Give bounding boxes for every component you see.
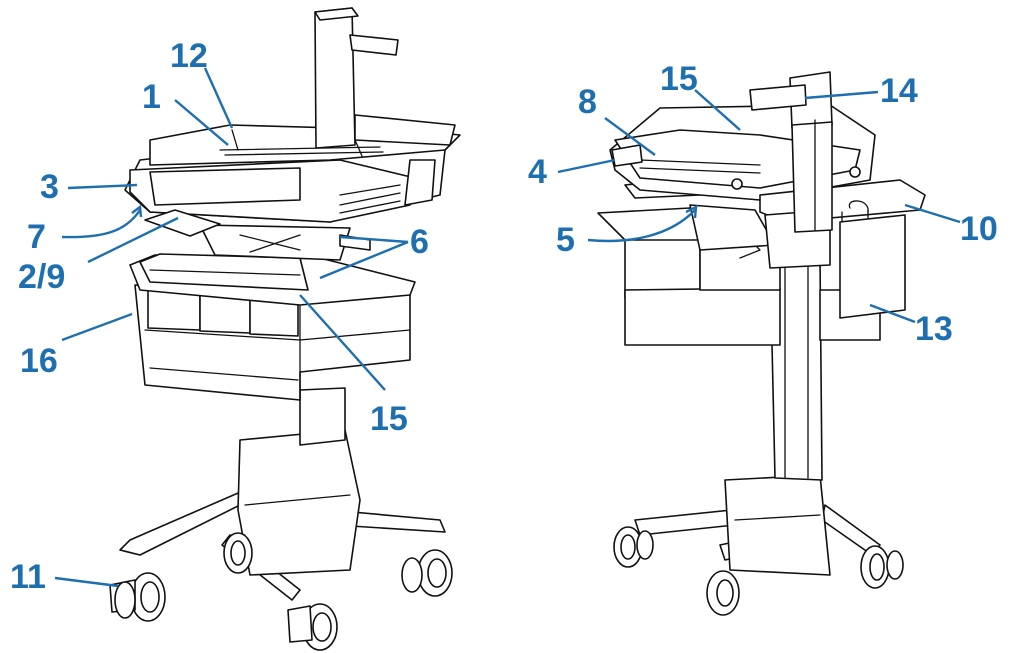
callout-5: 5 [556, 204, 698, 259]
callout-label: 13 [915, 310, 953, 348]
callout-label: 12 [170, 37, 208, 75]
callout-4: 4 [528, 153, 616, 191]
callout-7: 7 [27, 204, 143, 256]
callout-label: 14 [880, 72, 918, 110]
callout-13: 13 [869, 303, 953, 348]
callout-label: 5 [556, 221, 575, 259]
left-cart-illustration [109, 7, 461, 651]
caster-wheel [401, 549, 453, 597]
callout-label: 15 [660, 60, 698, 98]
caster-wheel [706, 570, 740, 616]
callout-16: 16 [20, 312, 133, 380]
callout-label: 6 [410, 223, 429, 261]
callout-14: 14 [804, 72, 918, 110]
callout-label: 3 [40, 168, 59, 206]
callout-label: 7 [27, 218, 46, 256]
callout-11: 11 [10, 558, 119, 596]
caster-wheel [223, 532, 253, 574]
caster-wheel [613, 526, 654, 568]
callout-label: 2/9 [18, 258, 65, 296]
callout-3: 3 [40, 168, 138, 206]
callout-1: 1 [142, 78, 229, 146]
callout-label: 8 [578, 83, 597, 121]
callout-8: 8 [578, 83, 656, 156]
callout-2-9: 2/9 [18, 216, 179, 296]
callout-label: 16 [20, 342, 58, 380]
callout-label: 4 [528, 153, 547, 191]
callout-label: 15 [370, 400, 408, 438]
callout-label: 10 [960, 210, 998, 248]
caster-wheel [860, 545, 904, 589]
callout-15-left: 15 [299, 294, 408, 438]
callout-10: 10 [904, 203, 998, 248]
callout-6: 6 [319, 223, 429, 280]
callout-label: 1 [142, 78, 161, 116]
caster-wheel [109, 572, 166, 622]
callout-15-right: 15 [660, 60, 741, 131]
caster-wheel [287, 603, 338, 651]
callout-12: 12 [170, 37, 234, 129]
callout-label: 11 [10, 558, 46, 596]
right-cart-illustration [597, 71, 926, 616]
